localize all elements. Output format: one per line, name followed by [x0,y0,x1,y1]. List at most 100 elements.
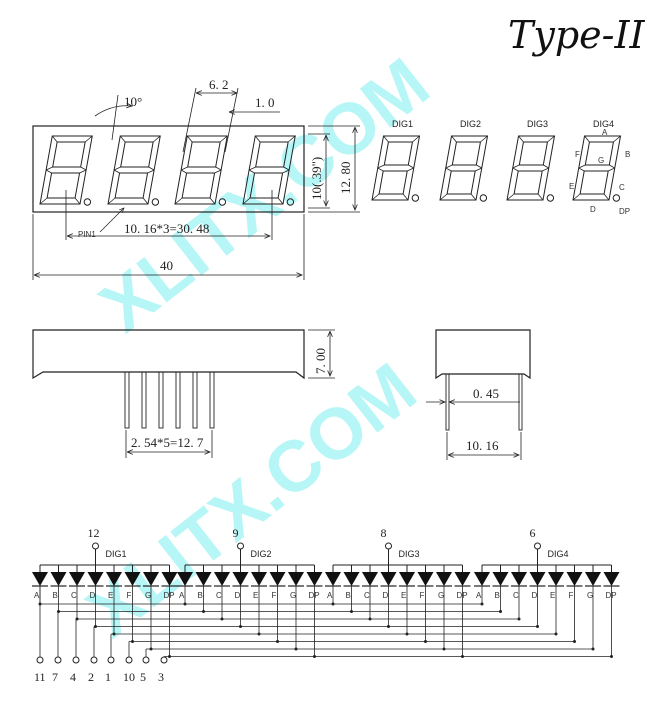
seven-segment-digit [439,135,489,202]
segment-divider [383,135,389,143]
segment-divider [51,135,58,143]
side-body-outline [32,329,305,380]
led-diode [548,572,564,586]
segment-pin-number: 4 [70,670,76,684]
segment-divider [578,167,585,172]
seg-e-label: E [569,182,574,191]
segment-label: B [198,591,203,600]
segment-divider [542,167,549,172]
gap-label: 1. 0 [255,95,275,110]
led-diode [474,572,490,586]
led-diode [177,572,193,586]
segment-divider [219,135,228,143]
segment-divider [412,135,420,143]
svg-text:XLITX.COM: XLITX.COM [73,348,431,652]
side-pin [124,371,130,429]
digit-width-label: 6. 2 [209,77,229,92]
led-diode [454,572,471,586]
segment-divider [608,167,615,172]
decimal-point [411,194,420,202]
digit-lower-hole [513,170,543,195]
segment-label: DP [309,591,320,600]
segment-pin-number: 7 [52,670,58,684]
segment-label: C [364,591,370,600]
segment-divider [282,169,290,174]
led-diode [143,572,159,586]
decimal-point [546,194,555,202]
seg-g-label: G [598,156,604,165]
front-digits [39,135,296,206]
digit-lower-hole [46,172,81,199]
side-pin [175,371,181,429]
digit-lower-hole [579,170,609,195]
segment-label: G [587,591,593,600]
seg-d-label: D [590,205,596,214]
led-diode [32,572,48,586]
body-height-label: 12. 80 [338,162,353,195]
segment-divider [119,135,126,143]
decimal-point [83,198,92,206]
led-diode [50,572,67,586]
segment-label: G [290,591,296,600]
segment-pin-terminal [90,656,98,664]
pin-pitch-label: 10. 16*3=30. 48 [124,221,209,236]
common-pin-number: 9 [233,526,239,540]
segment-divider [408,164,414,169]
dig1-label: DIG1 [392,119,413,129]
led-diode [124,572,141,586]
digit-group-label: DIG2 [251,549,272,559]
pin-dia-label: 0. 45 [473,386,499,401]
segment-pin-terminal [107,656,115,664]
segment-divider [578,164,586,169]
led-diode [511,572,527,586]
extension-line-1 [182,87,197,153]
led-diode [269,572,286,586]
segment-divider [543,164,549,169]
decimal-point [479,194,488,202]
digit-height-label: 10(.39") [309,157,324,200]
decimal-point [218,198,227,206]
seven-segment-digit [39,135,93,206]
led-diode [362,572,378,586]
svg-text:XLITX.COM: XLITX.COM [86,43,444,347]
length-label: 40 [160,258,173,273]
segment-label: E [108,591,113,600]
segment-pin-number: 1 [105,670,111,684]
segment-divider [180,169,187,174]
segment-divider [445,164,453,169]
segment-divider [209,197,216,205]
segment-label: A [179,591,185,600]
segment-divider [186,135,193,143]
segment-divider [254,135,261,143]
led-diode [603,572,620,586]
seg-a-label: A [602,128,608,137]
led-diode [585,572,601,586]
led-diode [106,572,122,586]
led-diode [232,572,249,586]
end-pin-left [445,373,450,431]
segment-divider [142,197,149,205]
segment-pin-terminal [142,656,150,664]
segment-divider [476,164,482,169]
digit-lower-hole [446,170,476,195]
segment-pin-terminal [36,656,44,664]
seven-segment-digit [371,135,421,202]
pin1-label: PIN1 [78,230,96,239]
segment-divider [248,169,255,174]
segment-label: D [383,591,389,600]
decimal-point [286,198,295,206]
segment-divider [475,167,482,172]
led-diode [288,572,304,586]
pin1-leader [99,208,124,233]
common-pin-terminal [385,542,392,550]
segment-divider [113,166,121,171]
segment-pin-terminal [72,656,80,664]
digit-upper-hole [187,141,221,168]
led-diode [69,572,85,586]
led-diode [380,572,397,586]
segment-divider [537,193,544,201]
segment-divider [512,164,520,169]
segment-pin-terminal [160,656,168,664]
segment-label: E [253,591,258,600]
digit-group-label: DIG3 [399,549,420,559]
